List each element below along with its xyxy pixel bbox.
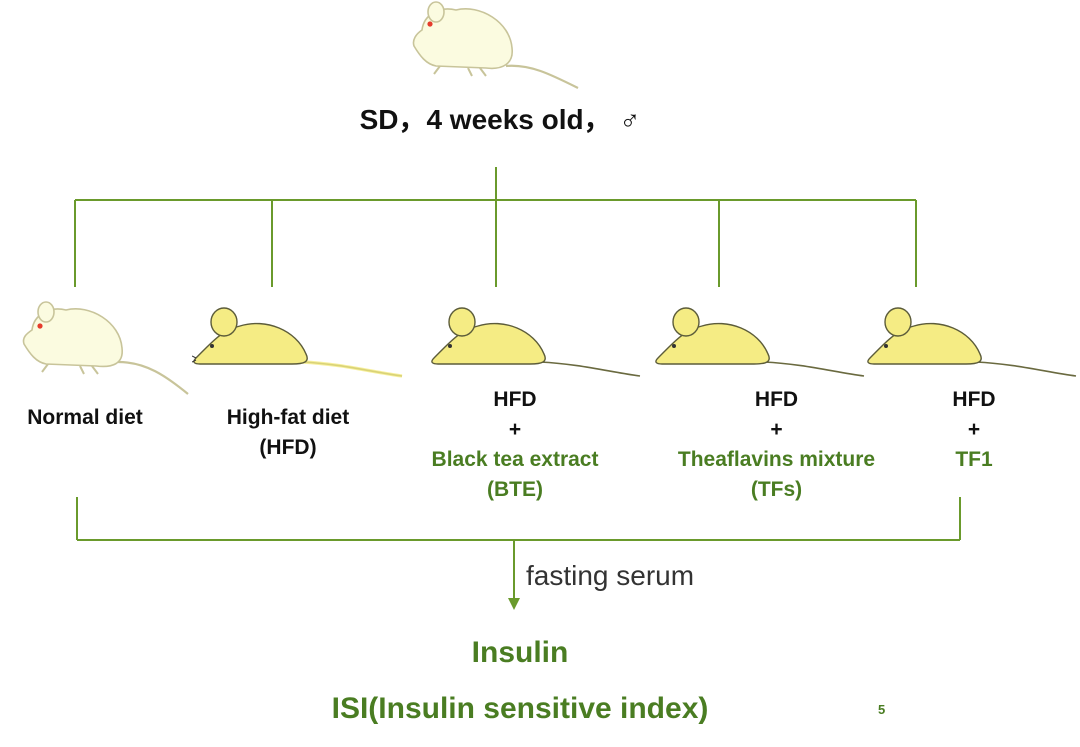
group-label-tfs: HFD + Theaflavins mixture (TFs) <box>644 385 909 505</box>
yellow-mouse-icon <box>431 307 641 377</box>
group-label-line: Normal diet <box>27 406 143 429</box>
outcome-insulin: Insulin <box>471 636 569 669</box>
group-label-line: High-fat diet <box>226 406 350 429</box>
yellow-mouse-icon <box>867 307 1077 377</box>
group-label-normal-diet: Normal diet <box>0 403 170 433</box>
white-mouse-icon <box>22 301 189 395</box>
arrow-label: fasting serum <box>526 560 695 591</box>
group-label-line: + <box>967 418 981 441</box>
group-label-line: + <box>508 418 522 441</box>
group-label-line: HFD <box>754 388 799 411</box>
group-label-line: Black tea extract <box>431 448 599 471</box>
group-label-line: Theaflavins mixture <box>677 448 876 471</box>
group-label-high-fat-diet: High-fat diet (HFD) <box>188 403 388 463</box>
group-label-tf1: HFD + TF1 <box>914 385 1034 475</box>
white-mouse-icon <box>412 1 579 89</box>
group-label-line: (TFs) <box>750 478 803 501</box>
group-label-bte: HFD + Black tea extract (BTE) <box>395 385 635 505</box>
subject-title: SD，4 weeks old， ♂ <box>359 104 641 135</box>
outcome-isi: ISI(Insulin sensitive index) <box>331 692 709 725</box>
yellow-mouse-icon <box>192 307 403 378</box>
group-label-line: HFD <box>952 388 996 411</box>
page-number: 5 <box>878 702 886 717</box>
group-label-line: + <box>770 418 783 441</box>
yellow-mouse-icon <box>655 307 865 377</box>
group-label-line: (BTE) <box>487 478 543 501</box>
down-arrow-head <box>508 598 520 610</box>
group-label-line: (HFD) <box>259 436 317 459</box>
group-label-line: HFD <box>493 388 537 411</box>
group-label-line: TF1 <box>955 448 993 471</box>
